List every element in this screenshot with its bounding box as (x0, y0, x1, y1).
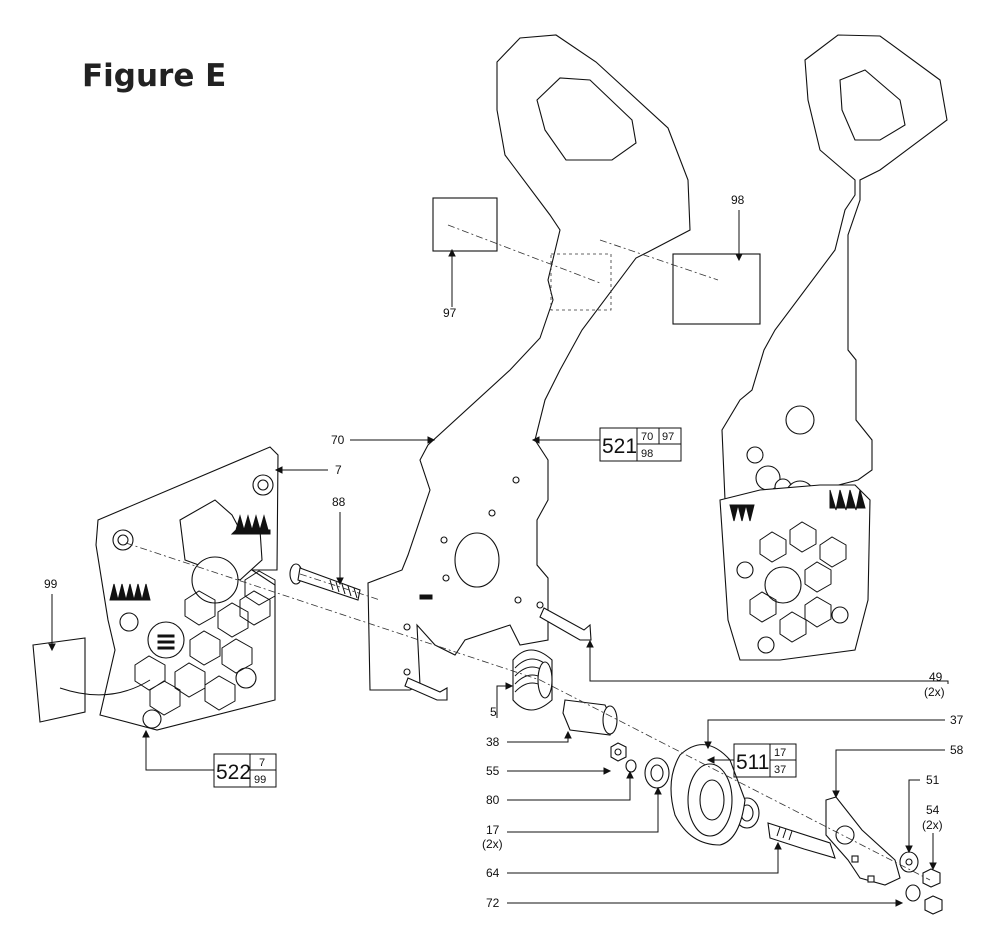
kit-521-part-1: 70 (641, 431, 653, 443)
callout-55: 55 (486, 764, 500, 778)
kit-521-part-3: 98 (641, 448, 653, 460)
nut-part-54 (922, 868, 943, 915)
pulley-part-37 (670, 744, 746, 846)
callout-51: 51 (926, 773, 940, 787)
bearing-part-17 (644, 757, 760, 829)
cover-plate-part-7 (95, 446, 279, 731)
shaft-part-64 (767, 822, 836, 859)
kit-522-part-1: 7 (259, 757, 265, 769)
kit-522-part-2: 99 (254, 774, 266, 786)
callout-37: 37 (950, 713, 964, 727)
figure-title: Figure E (82, 58, 227, 94)
kit-box-522: 522 7 99 (213, 753, 277, 788)
callout-70: 70 (331, 433, 345, 447)
kit-number-511: 511 (736, 751, 769, 774)
kit-box-521: 521 70 97 98 (599, 427, 682, 462)
callout-54: 54 (926, 803, 940, 817)
callout-58: 58 (950, 743, 964, 757)
callout-5: 5 (490, 705, 497, 719)
callout-17-qty: (2x) (482, 837, 503, 851)
callout-72: 72 (486, 896, 500, 910)
bracket-part-70 (367, 34, 691, 691)
nut-part-55 (610, 742, 627, 762)
callout-7: 7 (335, 463, 342, 477)
bushing-part-38 (562, 699, 618, 736)
spring-part-5 (512, 649, 553, 711)
kit-box-511: 511 17 37 (733, 743, 797, 778)
callout-38: 38 (486, 735, 500, 749)
label-part-99 (32, 637, 86, 723)
assembled-bracket (721, 34, 948, 501)
callout-17: 17 (486, 823, 500, 837)
leader-lines (48, 210, 949, 907)
assembled-view (719, 34, 948, 661)
callout-80: 80 (486, 793, 500, 807)
callout-99: 99 (44, 577, 58, 591)
label-part-98 (672, 253, 761, 325)
kit-511-part-2: 37 (774, 764, 786, 776)
callout-98: 98 (731, 193, 745, 207)
callout-49: 49 (929, 670, 943, 684)
arm-part-58 (825, 796, 901, 886)
callout-64: 64 (486, 866, 500, 880)
kit-number-521: 521 (602, 435, 637, 458)
callout-97: 97 (443, 306, 457, 320)
kit-521-part-2: 97 (662, 431, 674, 443)
callout-88: 88 (332, 495, 346, 509)
callout-49-qty: (2x) (924, 685, 945, 699)
callout-54-qty: (2x) (922, 818, 943, 832)
label-part-97 (432, 197, 498, 252)
kit-511-part-1: 17 (774, 747, 786, 759)
bolt-part-49 (404, 607, 592, 701)
bolt-part-88 (289, 563, 361, 601)
kit-number-522: 522 (216, 761, 251, 784)
washer-part-80 (625, 759, 637, 773)
washer-part-72 (905, 884, 921, 902)
